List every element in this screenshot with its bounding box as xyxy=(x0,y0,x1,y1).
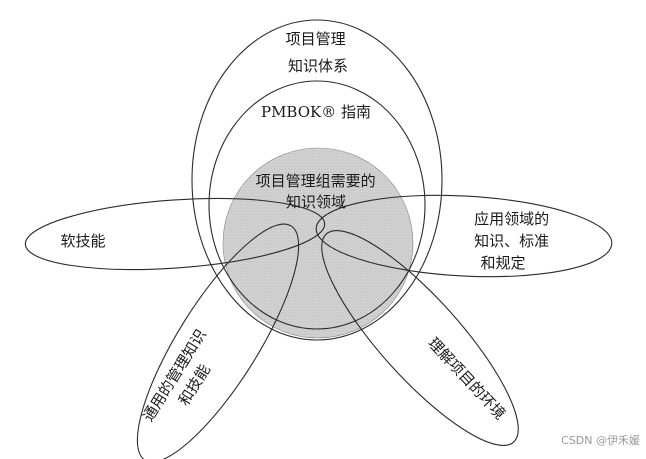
pmbok-guide-ellipse xyxy=(208,80,426,330)
core-label-line-2: 知识领域 xyxy=(286,193,346,211)
csdn-watermark: CSDN @伊禾媛 xyxy=(561,433,640,447)
application-area-petal xyxy=(315,194,613,278)
core-label-line-1: 项目管理组需要的 xyxy=(256,172,376,190)
pm-body-label-line-2: 知识体系 xyxy=(288,57,348,75)
general-management-label-group: 通用的管理知识 和技能 xyxy=(139,322,231,436)
project-environment-petal xyxy=(321,230,519,446)
pm-body-label-line-1: 项目管理 xyxy=(286,30,346,48)
application-label-line-1: 应用领域的 xyxy=(474,210,549,228)
general-management-label: 通用的管理知识 和技能 xyxy=(139,322,231,436)
application-label-line-3: 和规定 xyxy=(480,254,525,272)
application-label-line-2: 知识、标准 xyxy=(474,232,549,250)
application-area-label: 应用领域的 知识、标准 和规定 xyxy=(474,210,554,272)
pm-body-of-knowledge-label: 项目管理 知识体系 xyxy=(286,30,351,75)
soft-skills-petal xyxy=(24,197,326,271)
soft-skills-label: 软技能 xyxy=(60,232,105,250)
core-knowledge-circle xyxy=(222,147,414,339)
general-management-petal xyxy=(136,223,300,459)
core-knowledge-label: 项目管理组需要的 知识领域 xyxy=(256,172,381,211)
pm-body-of-knowledge-ellipse xyxy=(191,19,443,341)
pmbok-guide-label: PMBOK® 指南 xyxy=(261,103,371,121)
